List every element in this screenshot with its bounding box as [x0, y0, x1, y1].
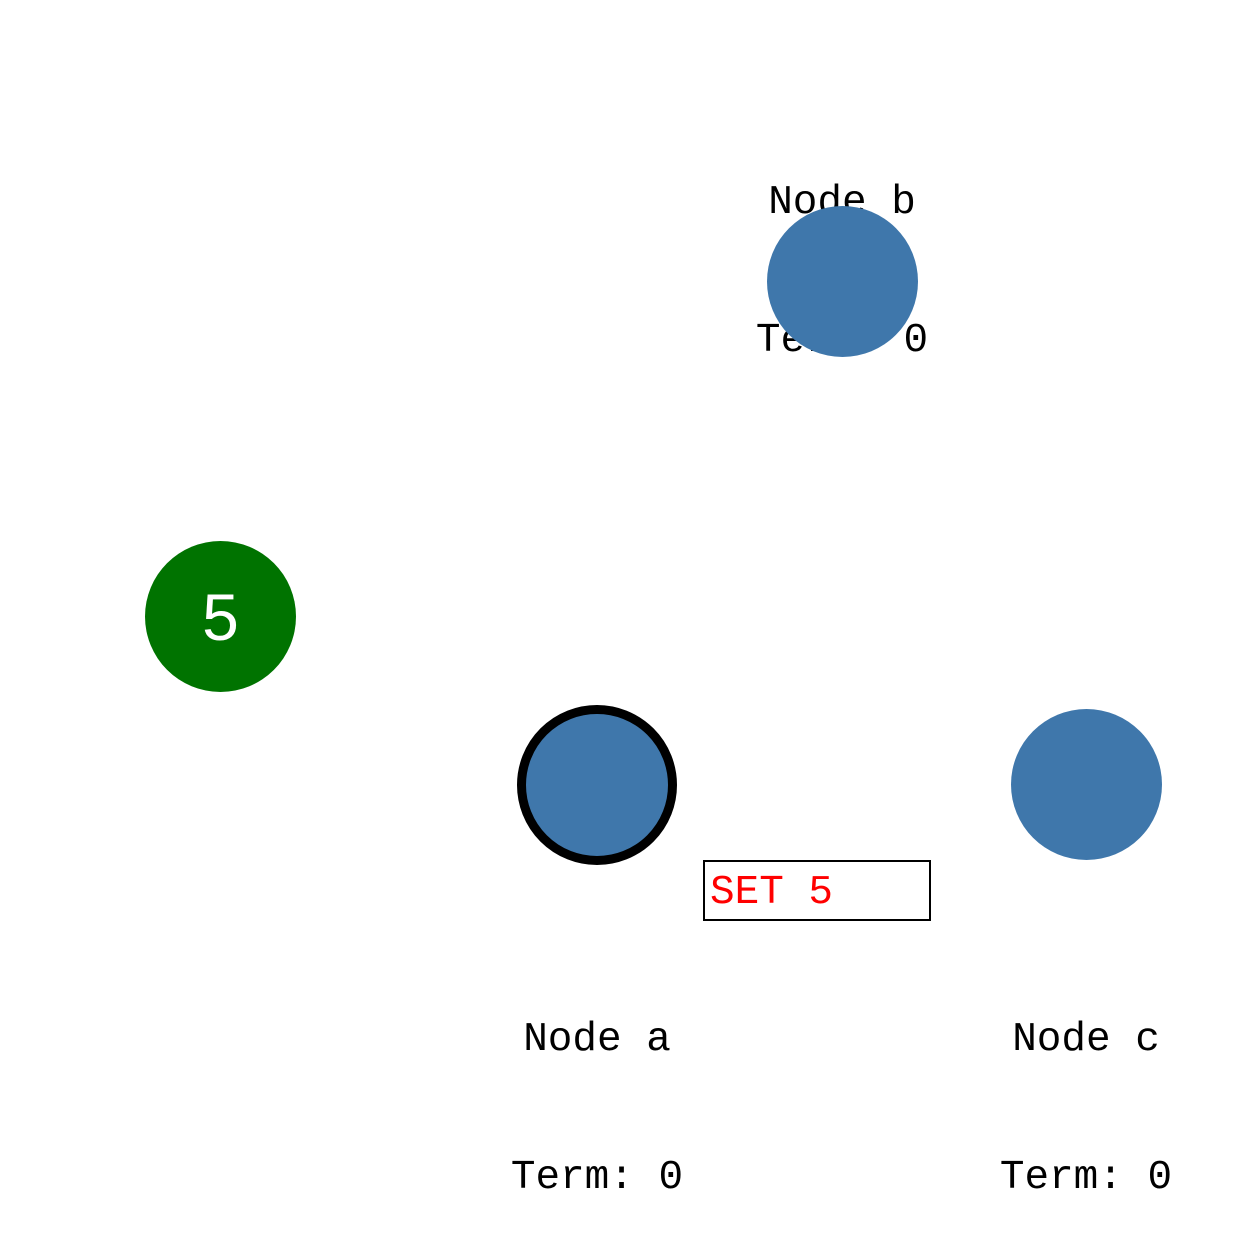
client-circle[interactable]: 5	[145, 541, 296, 692]
node-a-term: Term: 0	[510, 1155, 684, 1201]
node-a-circle[interactable]	[517, 705, 677, 865]
node-a-label: Node a Term: 0	[467, 925, 727, 1247]
node-a-name: Node a	[523, 1017, 671, 1063]
message-box: SET 5	[703, 860, 931, 921]
message-text: SET 5	[710, 870, 834, 916]
client-value: 5	[202, 579, 239, 654]
node-c-circle[interactable]	[1011, 709, 1162, 860]
node-c-name: Node c	[1012, 1017, 1160, 1063]
node-c-label: Node c Term: 0	[956, 925, 1216, 1247]
node-b-circle[interactable]	[767, 206, 918, 357]
node-c-term: Term: 0	[999, 1155, 1173, 1201]
